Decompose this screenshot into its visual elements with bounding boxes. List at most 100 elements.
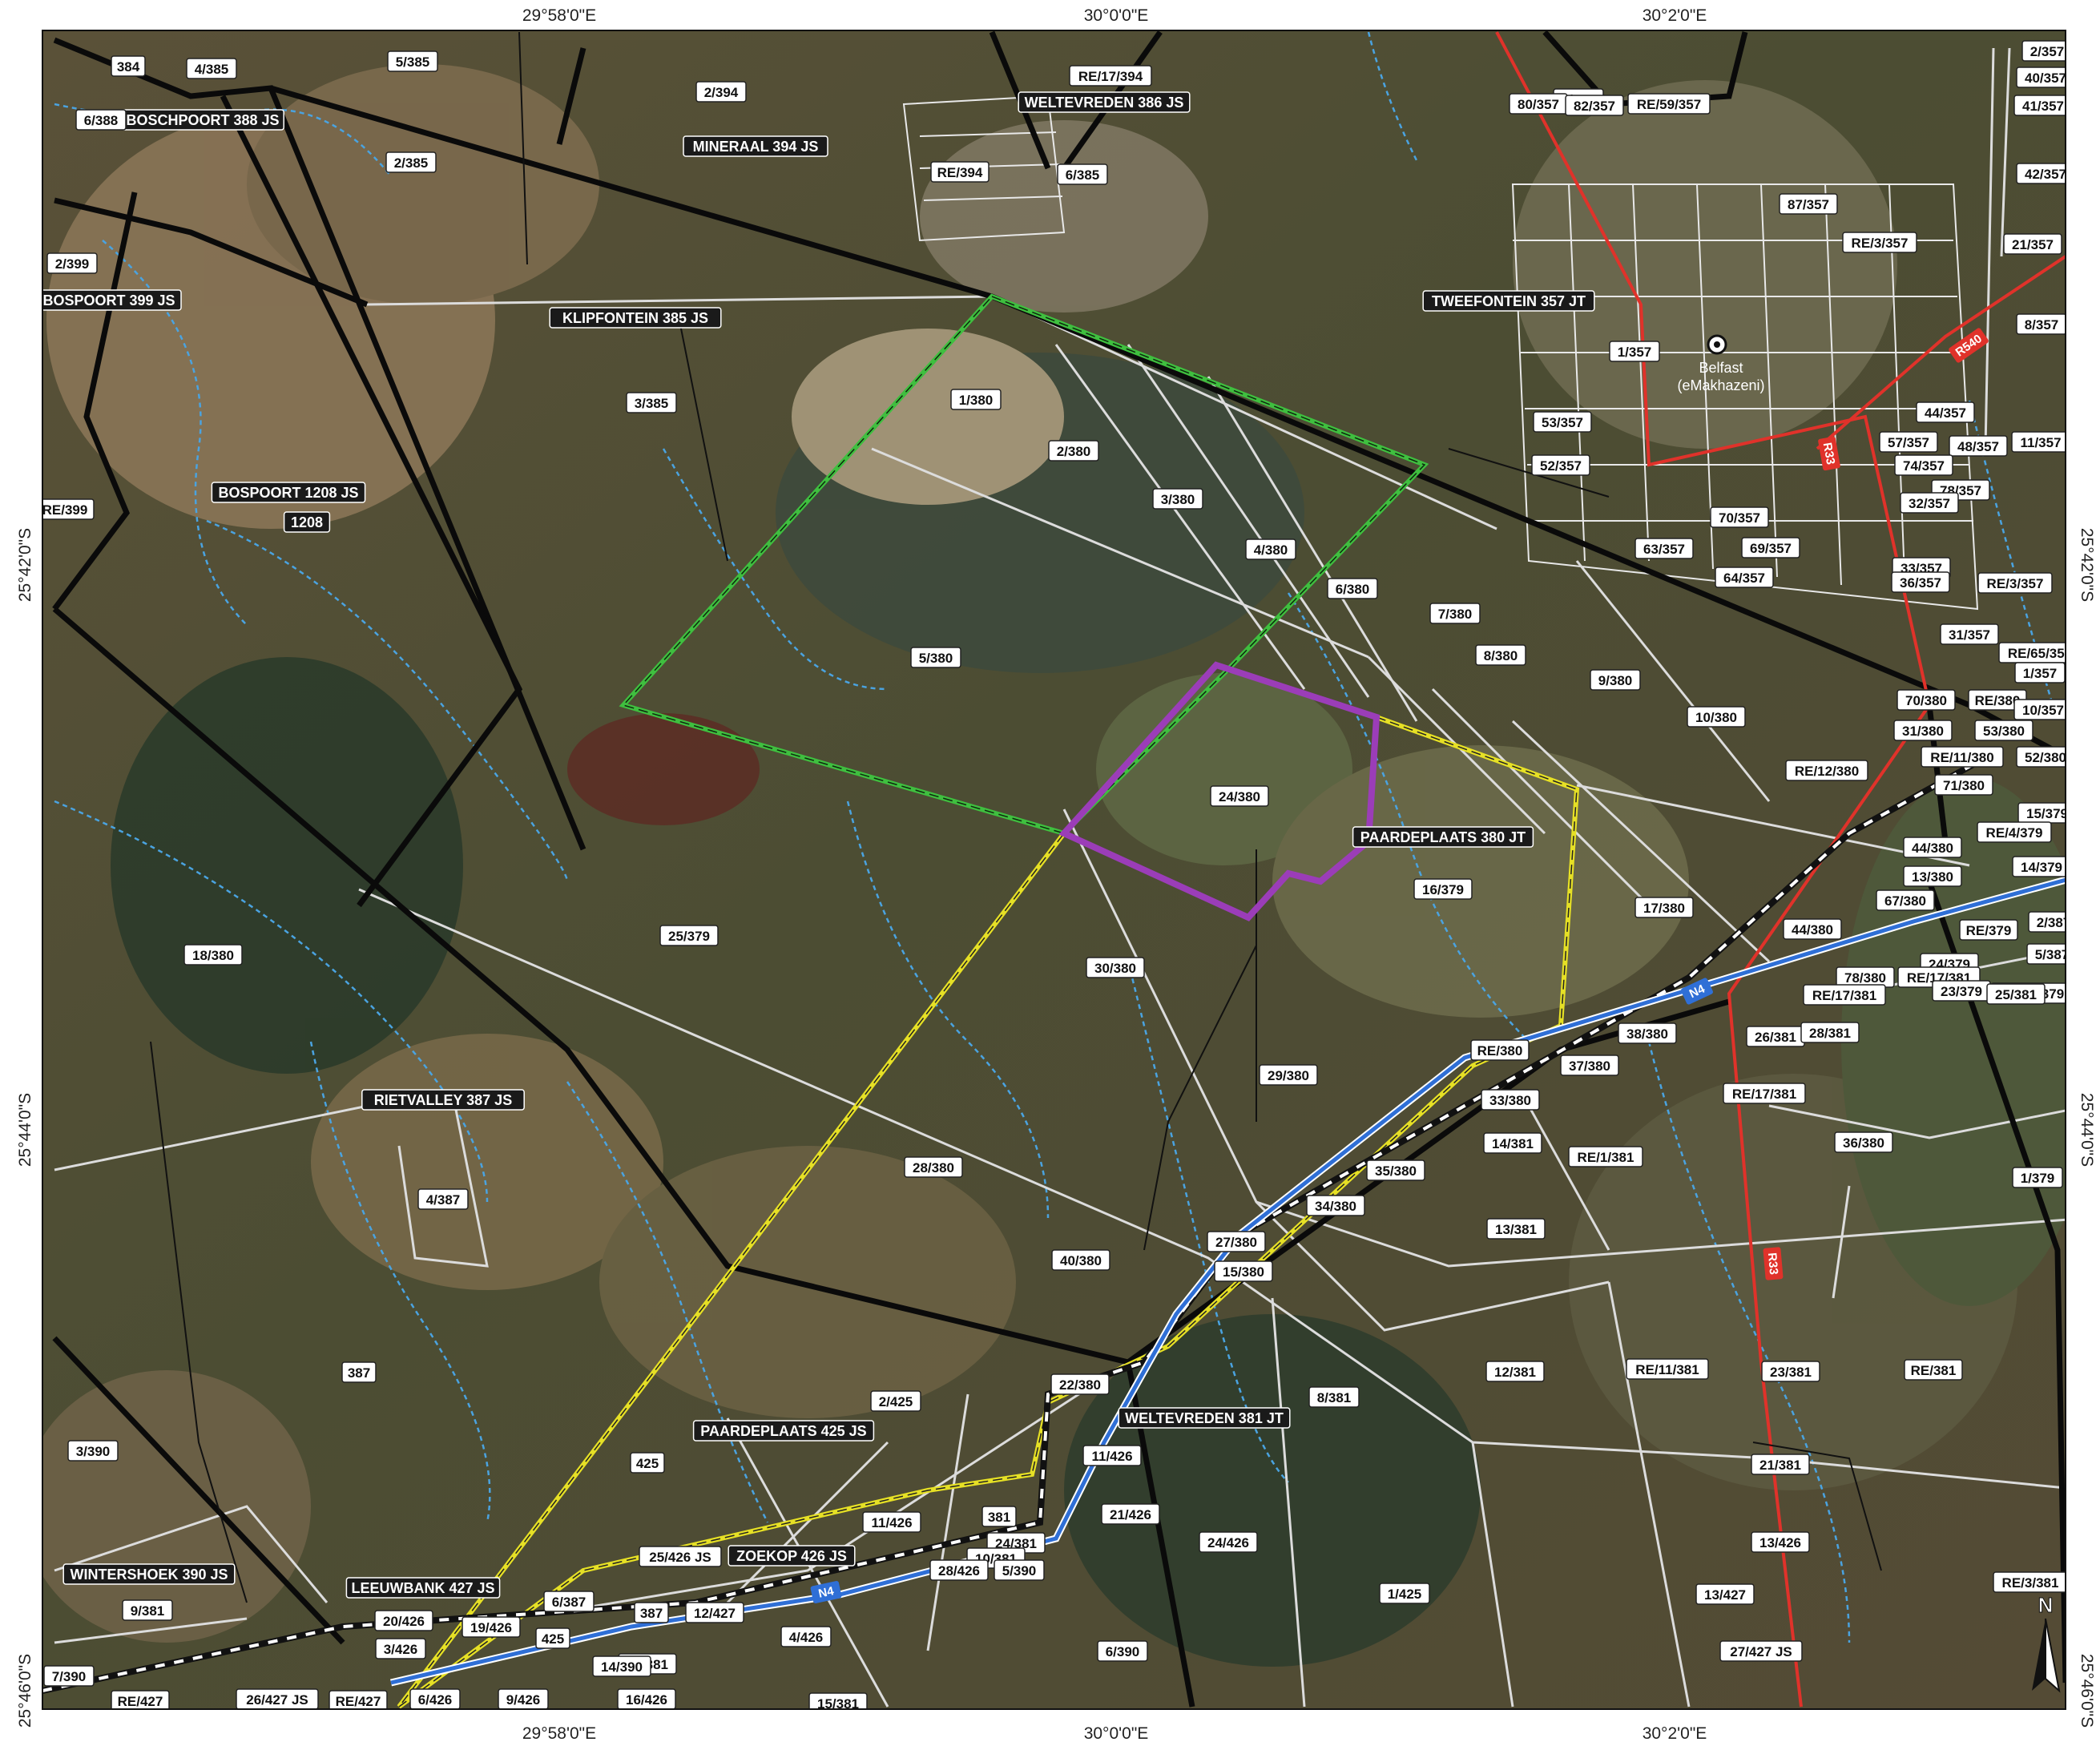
farm-label: BOSPOORT 399 JS — [42, 289, 182, 311]
parcel-label-text: 80/357 — [1518, 97, 1559, 112]
parcel-label-text: 33/380 — [1489, 1093, 1531, 1108]
parcel-label-text: 27/427 JS — [1730, 1644, 1792, 1659]
farm-label: KLIPFONTEIN 385 JS — [549, 307, 722, 329]
left-tick-label: 25°46'0"S — [16, 1654, 34, 1728]
parcel-label-text: RE/380 — [1477, 1043, 1523, 1058]
parcel-label: 40/380 — [1051, 1249, 1110, 1271]
parcel-label: RE/380 — [1470, 1039, 1530, 1061]
parcel-label-text: RE/11/381 — [1635, 1362, 1699, 1377]
parcel-label: 3/380 — [1152, 488, 1203, 510]
parcel-label: 5/380 — [910, 647, 961, 668]
parcel-label-text: 87/357 — [1788, 197, 1829, 212]
parcel-label-text: 6/388 — [84, 113, 119, 128]
parcel-label: RE/3/357 — [1977, 572, 2053, 594]
parcel-label-text: 14/379 — [2021, 860, 2062, 875]
parcel-label-text: 25/426 JS — [649, 1550, 711, 1565]
farm-label-text: RIETVALLEY 387 JS — [374, 1092, 512, 1108]
parcel-label: 27/380 — [1207, 1231, 1266, 1252]
parcel-label: 44/380 — [1903, 837, 1962, 858]
parcel-label: 1/380 — [950, 389, 1002, 410]
parcel-label: 35/380 — [1366, 1159, 1425, 1181]
right-tick-label: 25°44'0"S — [2078, 1093, 2094, 1167]
parcel-label-text: RE/65/357 — [2008, 646, 2072, 661]
parcel-label: 4/380 — [1245, 538, 1296, 560]
parcel-label-text: 6/387 — [552, 1595, 586, 1610]
parcel-label: 21/357 — [2003, 233, 2062, 255]
parcel-label-text: 38/380 — [1626, 1026, 1668, 1042]
belfast-town-marker[interactable]: Belfast (eMakhazeni) — [1677, 334, 1765, 393]
parcel-label: 384 — [111, 55, 146, 77]
belfast-street-grid — [902, 95, 1979, 611]
parcel-label-text: 44/380 — [1792, 922, 1833, 938]
parcel-label-text: 5/380 — [919, 651, 953, 666]
parcel-label: RE/65/357 — [1998, 642, 2072, 663]
parcel-label-text: 26/427 JS — [246, 1692, 308, 1708]
parcel-label: RE/4/379 — [1977, 821, 2052, 843]
parcel-label: 10/357 — [2013, 699, 2066, 720]
parcel-label-text: 11/426 — [871, 1515, 912, 1530]
town-alt-name: (eMakhazeni) — [1677, 377, 1764, 393]
farm-label-text: PAARDEPLAATS 425 JS — [700, 1423, 866, 1439]
parcel-label-text: 15/381 — [817, 1696, 859, 1712]
parcel-label: 78/380 — [1836, 966, 1895, 988]
parcel-label: 20/426 — [374, 1610, 433, 1631]
parcel-label: 33/380 — [1481, 1089, 1540, 1111]
farm-label-text: MINERAAL 394 JS — [693, 139, 819, 155]
parcel-label-text: 1/357 — [1618, 345, 1652, 360]
parcel-label-text: RE/1/381 — [1578, 1150, 1634, 1165]
parcel-label: 52/380 — [2016, 746, 2066, 768]
parcel-label: 25/381 — [1986, 983, 2046, 1005]
parcel-label-text: 16/426 — [626, 1692, 667, 1708]
parcel-label: 37/380 — [1560, 1054, 1619, 1076]
left-coordinate-labels: 25°42'0"S 25°44'0"S 25°46'0"S — [16, 528, 34, 1728]
parcel-label-text: 13/427 — [1704, 1587, 1746, 1603]
parcel-label-text: 3/390 — [76, 1444, 111, 1459]
parcel-label-text: 53/380 — [1983, 724, 2025, 739]
farm-label: LEEUWBANK 427 JS — [345, 1577, 501, 1599]
parcel-label-text: RE/11/380 — [1930, 750, 1993, 765]
parcel-label: 8/380 — [1475, 644, 1526, 666]
parcel-label: 42/357 — [2016, 163, 2066, 184]
parcel-label-text: 18/380 — [192, 948, 234, 963]
parcel-label: 74/357 — [1894, 454, 1953, 476]
parcel-label-text: 36/380 — [1843, 1135, 1884, 1151]
parcel-label: 9/381 — [122, 1599, 173, 1621]
parcel-label: 11/426 — [862, 1511, 921, 1533]
map-imagery: N4 N4 R33 R33 R540 Belfast (eMakhazeni) … — [42, 30, 2072, 1712]
parcel-label: 4/385 — [186, 58, 237, 79]
farm-label: BOSCHPOORT 388 JS — [121, 109, 284, 131]
parcel-label-text: RE/17/381 — [1732, 1087, 1796, 1102]
parcel-label-text: 78/380 — [1844, 970, 1886, 986]
parcel-label: 57/357 — [1879, 431, 1938, 453]
parcel-label: 63/357 — [1634, 538, 1694, 559]
north-arrow-label: N — [2038, 1593, 2054, 1617]
parcel-label: RE/12/380 — [1785, 760, 1868, 781]
parcel-label: 1/357 — [1609, 341, 1660, 362]
parcel-label: 44/380 — [1783, 918, 1842, 940]
parcel-label: 6/390 — [1097, 1640, 1148, 1662]
parcel-label: 18/380 — [183, 944, 243, 966]
parcel-label-text: 12/427 — [694, 1606, 736, 1621]
parcel-label: 6/388 — [75, 109, 127, 131]
parcel-label: 23/379 — [1932, 980, 1991, 1002]
bottom-tick-label: 30°2'0"E — [1643, 1724, 1707, 1743]
parcel-label: 5/387 — [2026, 943, 2066, 965]
parcel-label-text: RE/3/381 — [2002, 1575, 2059, 1591]
parcel-label-text: 7/390 — [52, 1669, 87, 1684]
parcel-label: 1/357 — [2014, 662, 2066, 683]
parcel-label-text: 2/399 — [55, 256, 90, 272]
parcel-label-text: 8/381 — [1317, 1390, 1352, 1405]
parcel-label: 53/357 — [1533, 411, 1592, 433]
farm-label: BOSPOORT 1208 JS — [211, 482, 366, 503]
project-boundary-purple — [1058, 661, 1381, 921]
parcel-label: 48/357 — [1949, 435, 2008, 457]
left-tick-label: 25°42'0"S — [16, 528, 34, 602]
parcel-label: 28/380 — [904, 1156, 963, 1178]
parcel-label-text: 14/390 — [601, 1659, 643, 1675]
parcel-label-text: RE/399 — [42, 502, 88, 518]
farm-label-text: WELTEVREDEN 386 JS — [1025, 95, 1184, 111]
parcel-label: 17/380 — [1634, 897, 1694, 918]
parcel-label: 36/380 — [1834, 1131, 1893, 1153]
parcel-label-text: 42/357 — [2025, 167, 2066, 182]
parcel-label: 32/357 — [1900, 492, 1959, 514]
